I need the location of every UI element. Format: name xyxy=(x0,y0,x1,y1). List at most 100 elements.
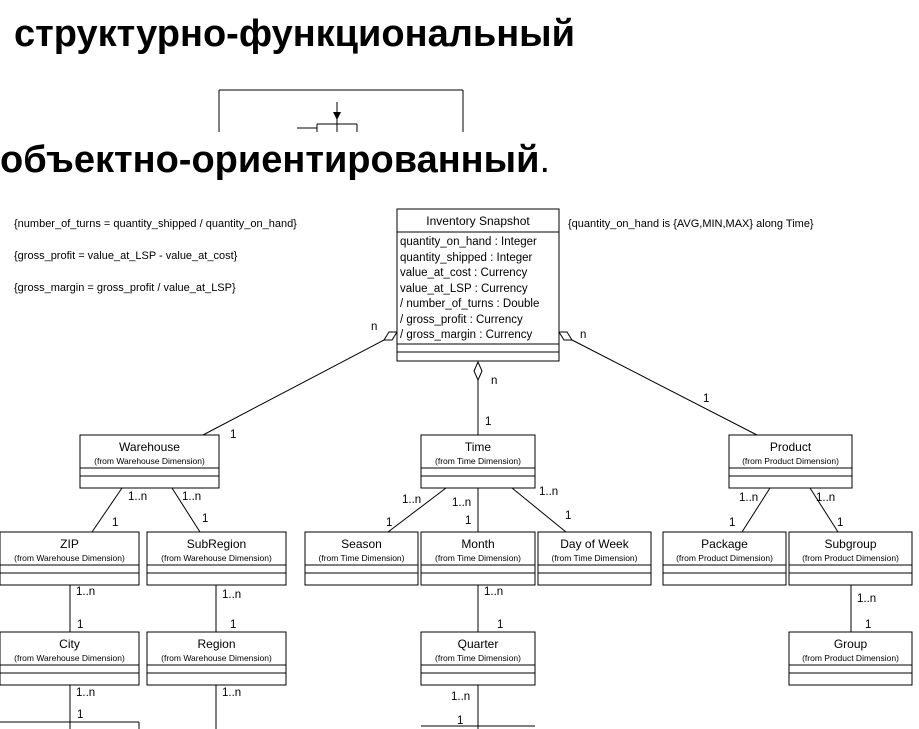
class-zip: ZIP (from Warehouse Dimension) xyxy=(0,531,140,586)
mult-1: 1 xyxy=(865,619,871,631)
heading-object-oriented: объектно-ориентированный. xyxy=(0,138,550,182)
class-dayofweek: Day of Week (from Time Dimension) xyxy=(537,531,652,586)
class-product: Product (from Product Dimension) xyxy=(728,434,853,489)
class-package: (from Warehouse Dimension) xyxy=(94,456,205,466)
attribute: value_at_LSP : Currency xyxy=(400,283,528,295)
mult-1: 1 xyxy=(497,619,503,631)
mult-1n: 1..n xyxy=(182,491,201,503)
class-time: Time (from Time Dimension) xyxy=(420,434,536,489)
class-name: Product xyxy=(770,440,812,454)
class-region: Region (from Warehouse Dimension) xyxy=(146,631,287,686)
mult-1: 1 xyxy=(465,515,471,527)
class-package: Package (from Product Dimension) xyxy=(662,531,787,586)
class-package: (from Time Dimension) xyxy=(552,553,638,563)
mult-n-product: n xyxy=(580,329,586,341)
mult-1n: 1..n xyxy=(816,492,835,504)
mult-1n: 1..n xyxy=(484,586,503,598)
assoc-product-subgroup xyxy=(809,487,839,533)
class-name: Warehouse xyxy=(119,440,180,454)
fragment-arrow-head xyxy=(333,112,341,120)
class-package: (from Product Dimension) xyxy=(676,553,773,563)
mult-1n: 1..n xyxy=(76,586,95,598)
class-season: Season (from Time Dimension) xyxy=(304,531,419,586)
mult-1: 1 xyxy=(77,619,83,631)
assoc-inventory-warehouse xyxy=(202,339,385,436)
class-package: (from Product Dimension) xyxy=(802,553,899,563)
class-package: (from Warehouse Dimension) xyxy=(161,553,272,563)
mult-1: 1 xyxy=(457,715,463,727)
mult-1n: 1..n xyxy=(739,492,758,504)
mult-1n: 1..n xyxy=(222,589,241,601)
attribute: / number_of_turns : Double xyxy=(400,298,539,310)
aggregation-diamond-warehouse xyxy=(383,331,398,341)
class-group: Group (from Product Dimension) xyxy=(788,631,913,686)
assoc-time-season xyxy=(387,487,447,533)
class-name: Group xyxy=(834,637,868,651)
mult-1: 1 xyxy=(729,517,735,529)
mult-1: 1 xyxy=(77,709,83,721)
mult-1n: 1..n xyxy=(402,494,421,506)
class-subregion: SubRegion (from Warehouse Dimension) xyxy=(146,531,287,586)
class-package: (from Warehouse Dimension) xyxy=(14,653,125,663)
mult-1n: 1..n xyxy=(222,687,241,699)
heading-period: . xyxy=(539,139,551,181)
class-city: City (from Warehouse Dimension) xyxy=(0,631,140,686)
class-name: Region xyxy=(197,637,235,651)
class-name: Day of Week xyxy=(560,537,629,551)
class-package: (from Warehouse Dimension) xyxy=(161,653,272,663)
mult-1n: 1..n xyxy=(539,486,558,498)
class-name: City xyxy=(59,637,80,651)
class-package: (from Time Dimension) xyxy=(435,553,521,563)
attribute: quantity_shipped : Integer xyxy=(400,252,533,264)
note-number-of-turns: {number_of_turns = quantity_shipped / qu… xyxy=(14,218,297,230)
class-package: (from Time Dimension) xyxy=(435,456,521,466)
class-name: Inventory Snapshot xyxy=(426,214,530,228)
assoc-time-dayofweek xyxy=(511,487,567,533)
mult-1: 1 xyxy=(837,517,843,529)
attribute: / gross_profit : Currency xyxy=(400,314,523,326)
class-package: (from Warehouse Dimension) xyxy=(14,553,125,563)
class-package: (from Time Dimension) xyxy=(319,553,405,563)
class-quarter: Quarter(from Time Dimension) xyxy=(420,631,536,686)
attribute: quantity_on_hand : Integer xyxy=(400,236,537,248)
note-quantity-on-hand: {quantity_on_hand is {AVG,MIN,MAX} along… xyxy=(568,218,814,230)
mult-n-time: n xyxy=(491,375,497,387)
mult-n-warehouse: n xyxy=(371,321,377,333)
aggregation-diamond-product xyxy=(558,331,573,341)
class-name: Month xyxy=(461,537,494,551)
class-inventory-snapshot: Inventory Snapshot quantity_on_hand : In… xyxy=(396,208,560,362)
dimension-classes: Warehouse (from Warehouse Dimension) Time (… xyxy=(0,434,913,686)
class-name: Package xyxy=(701,537,748,551)
heading-object-oriented-text: объектно-ориентированный xyxy=(0,139,540,181)
mult-1-warehouse: 1 xyxy=(230,429,236,441)
heading-structural-functional: структурно-функциональный xyxy=(14,13,575,55)
aggregation-diamond-time xyxy=(473,360,483,382)
class-name: ZIP xyxy=(60,537,79,551)
mult-1: 1 xyxy=(386,517,392,529)
note-gross-margin: {gross_margin = gross_profit / value_at_… xyxy=(14,282,236,294)
partial-diagram-fragment xyxy=(218,89,464,132)
mult-1: 1 xyxy=(565,510,571,522)
class-subgroup: Subgroup (from Product Dimension) xyxy=(788,531,913,586)
class-name: Season xyxy=(341,537,382,551)
class-warehouse: Warehouse (from Warehouse Dimension) xyxy=(79,434,220,489)
assoc-inventory-product xyxy=(571,339,758,436)
note-gross-profit: {gross_profit = value_at_LSP - value_at_… xyxy=(14,250,238,262)
assoc-product-package xyxy=(741,487,771,533)
mult-1-product: 1 xyxy=(703,393,709,405)
mult-1n: 1..n xyxy=(857,593,876,605)
class-package: (from Product Dimension) xyxy=(802,653,899,663)
mult-1: 1 xyxy=(230,619,236,631)
class-name: Time xyxy=(465,440,492,454)
class-package: (from Product Dimension) xyxy=(742,456,839,466)
mult-1n: 1..n xyxy=(452,497,471,509)
assoc-warehouse-subregion xyxy=(171,487,201,533)
attribute: value_at_cost : Currency xyxy=(400,267,527,279)
class-package: (from Time Dimension) xyxy=(435,653,521,663)
attribute: / gross_margin : Currency xyxy=(400,329,533,341)
class-name: SubRegion xyxy=(187,537,246,551)
mult-1-time: 1 xyxy=(485,416,491,428)
class-name: Subgroup xyxy=(824,537,876,551)
mult-1n: 1..n xyxy=(76,687,95,699)
